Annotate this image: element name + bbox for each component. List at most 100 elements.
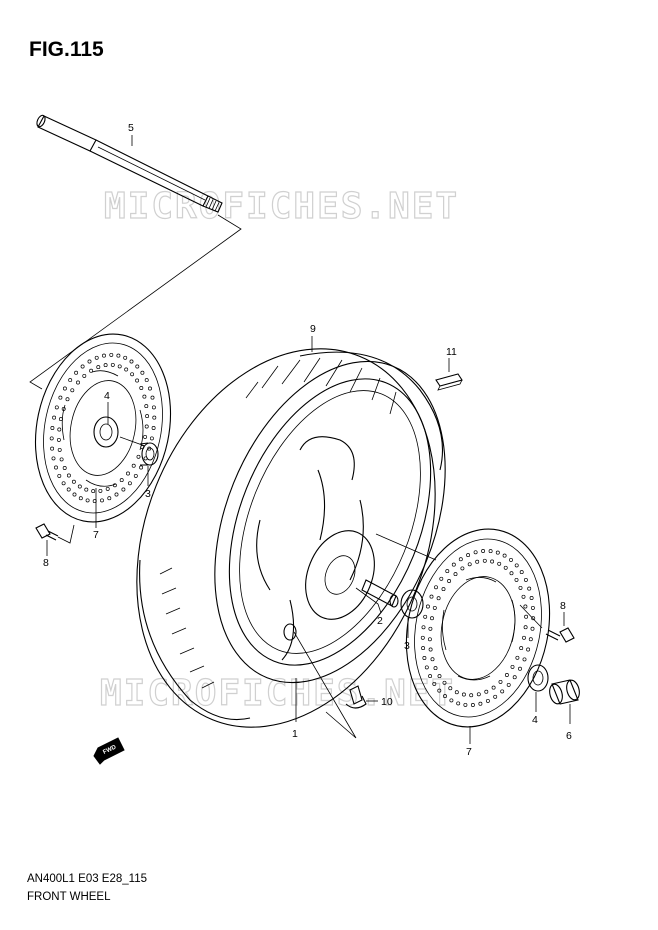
disc-hole [454,690,459,695]
balance-weight-part [435,373,463,391]
disc-hole [124,367,129,372]
disc-hole [61,481,66,486]
disc-hole [85,498,90,503]
disc-hole [420,635,425,640]
disc-hole [521,594,526,599]
leader-hub-bracket [293,631,357,739]
disc-hole [530,626,535,631]
disc-hole [519,646,524,651]
disc-hole [80,364,85,369]
disc-hole [110,362,115,367]
left-disc-holes [49,352,157,504]
disc-hole [460,566,465,571]
disc-hole [70,388,75,393]
disc-hole [443,694,447,699]
disc-hole [57,473,62,478]
disc-hole [523,577,528,582]
disc-hole [456,701,461,706]
leader-8-left [57,524,75,544]
disc-hole [526,647,531,652]
callout-11: 11 [446,346,457,358]
disc-hole [145,414,150,419]
disc-hole [56,437,61,442]
disc-hole [54,465,58,470]
disc-hole [482,558,487,563]
disc-hole [144,424,149,429]
disc-hole [510,664,515,669]
disc-hole [430,657,435,662]
disc-hole [490,559,495,564]
disc-hole [66,487,71,492]
disc-hole [504,673,509,677]
callout-4-right: 4 [532,714,538,726]
disc-hole [77,484,82,489]
disc-hole [126,471,130,476]
disc-hole [515,655,520,660]
disc-hole [139,386,144,390]
disc-hole [61,406,66,411]
disc-hole [136,454,141,459]
disc-hole [488,549,493,554]
disc-hole [523,625,528,630]
disc-hole [442,680,447,685]
disc-hole [437,688,442,693]
disc-hole [512,675,517,680]
disc-hole [135,364,140,369]
disc-hole [495,550,500,555]
callout-2: 2 [377,615,383,627]
disc-hole [143,434,148,439]
disc-hole [514,563,519,568]
disc-hole [518,666,522,671]
disc-hole [140,370,145,375]
right-seal-part [527,664,549,692]
disc-hole [498,679,503,684]
disc-hole [82,373,87,378]
disc-hole [121,487,126,492]
disc-hole [96,365,101,370]
disc-hole [91,489,96,494]
disc-hole [49,436,54,441]
disc-hole [52,415,57,420]
disc-hole [74,370,79,375]
disc-hole [509,557,513,562]
disc-hole [449,698,454,703]
disc-hole [448,686,453,691]
disc-hole [481,549,486,553]
disc-hole [447,579,452,583]
right-bearing-part [400,589,424,619]
disc-hole [50,446,55,451]
right-disc-holes [420,549,536,707]
disc-hole [433,666,438,671]
disc-hole [466,553,471,558]
disc-hole [57,427,62,432]
fwd-label: FWD [102,744,118,755]
axle-part [36,114,223,213]
disc-hole [430,616,434,621]
disc-hole [451,562,456,567]
disc-hole [441,587,446,592]
figure-code: AN400L1 E03 E28_115 [27,873,147,885]
wheel-rim-part [228,378,432,666]
disc-hole [522,657,527,662]
disc-hole [519,570,524,575]
callout-1: 1 [292,728,298,740]
disc-hole [117,364,122,369]
forward-direction-badge: FWD [93,737,125,765]
watermark-bottom: MICROFICHES.NET [100,673,455,714]
leader-8-right-disc [519,604,543,629]
disc-hole [461,692,466,697]
disc-hole [151,426,156,430]
disc-hole [112,483,117,488]
disc-hole [129,359,134,364]
disc-hole [424,665,429,670]
disc-hole [514,577,519,582]
disc-hole [427,637,432,642]
disc-hole [71,479,76,484]
disc-hole [142,394,147,399]
disc-hole [119,478,124,483]
disc-hole [62,386,67,391]
disc-hole [500,689,505,694]
disc-hole [497,561,502,566]
disc-hole [422,656,427,660]
disc-hole [116,353,121,358]
